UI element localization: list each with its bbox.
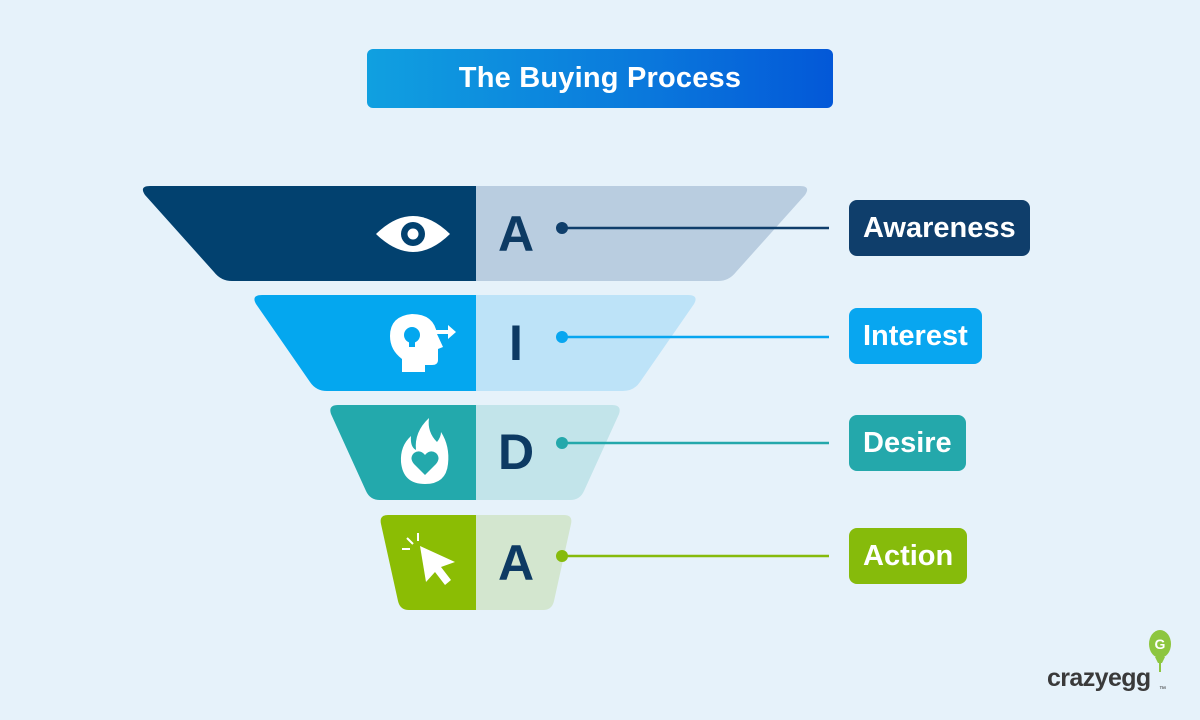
egg-balloon-icon: G [1149, 630, 1171, 672]
stage-label-action-text: Action [863, 539, 954, 572]
stage-letter-interest: I [509, 315, 523, 371]
funnel-stage-action: A [380, 515, 829, 610]
funnel-stage-desire: D [330, 405, 829, 500]
connector-dot-action [556, 550, 568, 562]
stage-awareness-light-segment [476, 186, 808, 281]
brand-trademark: ™ [1159, 686, 1166, 693]
stage-label-action: Action [849, 528, 968, 584]
stage-letter-desire: D [498, 424, 534, 480]
stage-label-interest-text: Interest [863, 319, 968, 352]
funnel-stage-awareness: A [142, 186, 829, 281]
stage-letter-action: A [498, 535, 534, 591]
stage-label-interest: Interest [849, 308, 982, 364]
stage-action-light-segment [476, 515, 572, 610]
connector-dot-interest [556, 331, 568, 343]
flame-heart-icon [400, 418, 449, 484]
stage-label-desire-text: Desire [863, 426, 952, 459]
stage-desire-light-segment [476, 405, 620, 500]
stage-letter-awareness: A [498, 206, 534, 262]
connector-dot-awareness [556, 222, 568, 234]
diagram-title: The Buying Process [458, 62, 742, 94]
connector-dot-desire [556, 437, 568, 449]
stage-interest-light-segment [476, 295, 696, 391]
stage-awareness-dark-segment [142, 186, 476, 281]
title-banner: The Buying Process [367, 49, 833, 108]
head-lightbulb-icon [390, 314, 456, 372]
stage-label-awareness: Awareness [849, 200, 1030, 256]
eye-icon [376, 216, 450, 252]
stage-label-awareness-text: Awareness [863, 211, 1016, 244]
stage-label-desire: Desire [849, 415, 966, 471]
crazyegg-logo: G crazyegg ™ [1047, 628, 1177, 698]
brand-name: crazyegg [1047, 664, 1151, 692]
svg-text:G: G [1155, 636, 1166, 652]
funnel-stage-interest: I [254, 295, 829, 391]
cursor-click-icon [402, 533, 455, 585]
